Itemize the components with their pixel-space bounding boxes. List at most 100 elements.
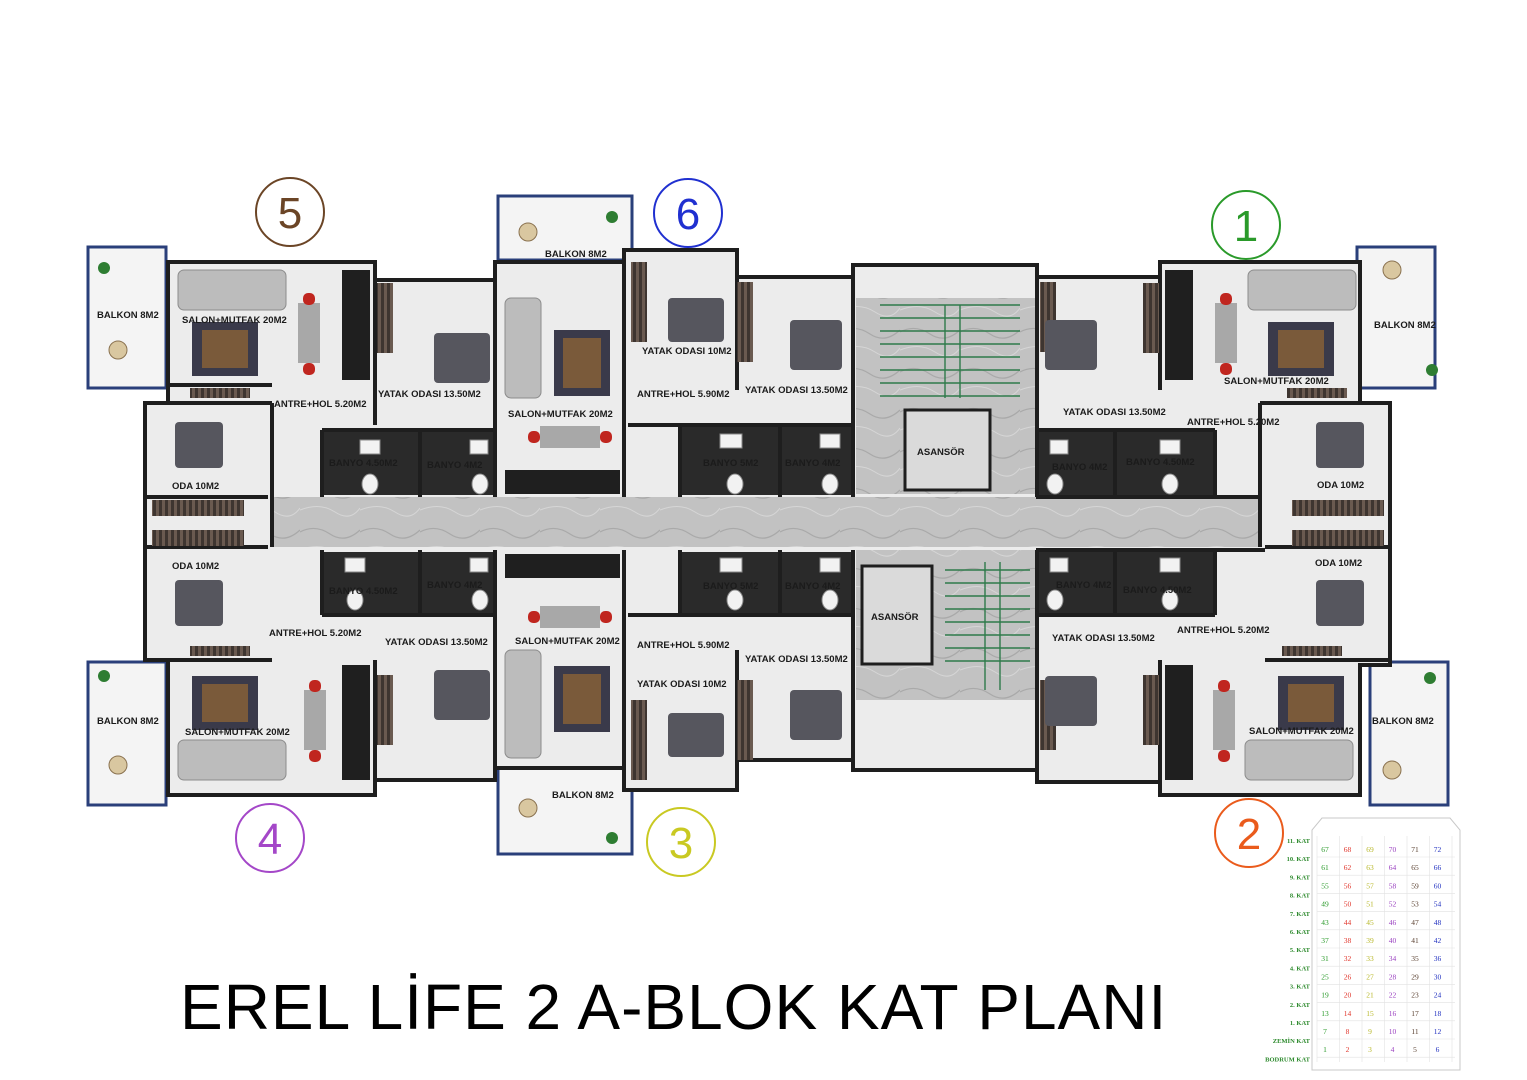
table-floor-label: 7. KAT [1290, 911, 1311, 918]
table-floor-label: 11. KAT [1287, 838, 1311, 845]
dining-tables [298, 293, 1237, 762]
table-apartment-number: 44 [1344, 918, 1352, 927]
table-apartment-number: 52 [1389, 900, 1397, 909]
room-label: ANTRE+HOL 5.20M2 [274, 399, 366, 410]
table-apartment-number: 28 [1389, 972, 1397, 981]
beds [175, 298, 1364, 757]
room-label: BANYO 4.50M2 [1123, 585, 1192, 596]
room-label: SALON+MUTFAK 20M2 [1224, 376, 1329, 387]
table-apartment-number: 61 [1321, 863, 1329, 872]
table-floor-label: 5. KAT [1290, 947, 1311, 954]
table-apartment-number: 11 [1411, 1027, 1418, 1036]
table-apartment-number: 72 [1434, 845, 1442, 854]
bathroom-fixtures [344, 433, 1181, 611]
room-label: BANYO 5M2 [703, 581, 758, 592]
room-label: ANTRE+HOL 5.20M2 [269, 628, 361, 639]
balcony-unit-2 [1368, 660, 1450, 807]
table-apartment-number: 50 [1344, 900, 1352, 909]
unit-number-6-label: 6 [676, 190, 700, 239]
table-apartment-number: 43 [1321, 918, 1329, 927]
unit-numbers: 1 2 3 4 5 6 [235, 177, 1284, 877]
unit-number-1[interactable]: 1 [1211, 190, 1281, 260]
table-apartment-number: 71 [1411, 845, 1419, 854]
table-apartment-number: 15 [1366, 1009, 1374, 1018]
room-label: ASANSÖR [917, 447, 965, 458]
kitchen-counters [342, 270, 1193, 780]
unit-number-4-ring [235, 803, 305, 873]
room-label: BANYO 4M2 [1056, 580, 1111, 591]
unit-number-5[interactable]: 5 [255, 177, 325, 247]
table-floor-label: 8. KAT [1290, 893, 1311, 900]
unit-number-2-label: 2 [1237, 810, 1261, 859]
table-apartment-number: 55 [1321, 881, 1329, 890]
table-apartment-number: 46 [1389, 918, 1397, 927]
table-floor-label: 6. KAT [1290, 929, 1311, 936]
table-apartment-number: 51 [1366, 900, 1374, 909]
table-apartment-number: 23 [1411, 991, 1419, 1000]
room-label: SALON+MUTFAK 20M2 [508, 409, 613, 420]
balcony-tables [108, 222, 1402, 818]
room-label: YATAK ODASI 13.50M2 [745, 385, 848, 396]
table-apartment-number: 38 [1344, 936, 1352, 945]
table-floor-label: 9. KAT [1290, 874, 1311, 881]
room-label: BANYO 4M2 [1052, 462, 1107, 473]
elevator-bottom [860, 564, 934, 666]
table-apartment-number: 67 [1321, 845, 1329, 854]
table-apartment-number: 13 [1321, 1009, 1329, 1018]
table-apartment-number: 4 [1391, 1045, 1395, 1054]
room-label: ODA 10M2 [172, 481, 219, 492]
room-label: ASANSÖR [871, 612, 919, 623]
table-apartment-number: 22 [1389, 991, 1397, 1000]
room-label: BALKON 8M2 [552, 790, 614, 801]
table-floor-label: 3. KAT [1290, 984, 1311, 991]
unit-number-4[interactable]: 4 [235, 803, 305, 873]
table-apartment-number: 59 [1411, 881, 1419, 890]
table-apartment-number: 8 [1346, 1027, 1350, 1036]
room-label: YATAK ODASI 13.50M2 [378, 389, 481, 400]
table-apartment-number: 65 [1411, 863, 1419, 872]
unit-number-1-ring [1211, 190, 1281, 260]
table-apartment-number: 64 [1389, 863, 1397, 872]
table-apartment-number: 5 [1413, 1045, 1417, 1054]
room-label: YATAK ODASI 13.50M2 [385, 637, 488, 648]
room-label: YATAK ODASI 13.50M2 [745, 654, 848, 665]
unit-number-5-label: 5 [278, 189, 302, 238]
table-apartment-number: 10 [1389, 1027, 1397, 1036]
table-apartment-number: 57 [1366, 881, 1374, 890]
unit-number-2[interactable]: 2 [1214, 798, 1284, 868]
room-label: BALKON 8M2 [545, 249, 607, 260]
table-apartment-number: 9 [1368, 1027, 1372, 1036]
elevator-top [903, 408, 992, 492]
table-apartment-number: 60 [1434, 881, 1442, 890]
table-apartment-number: 70 [1389, 845, 1397, 854]
table-apartment-number: 17 [1411, 1009, 1419, 1018]
room-label: ANTRE+HOL 5.20M2 [1177, 625, 1269, 636]
table-apartment-number: 21 [1366, 991, 1374, 1000]
room-label: ANTRE+HOL 5.90M2 [637, 640, 729, 651]
table-apartment-number: 20 [1344, 991, 1352, 1000]
table-apartment-number: 24 [1434, 991, 1442, 1000]
unit-number-3[interactable]: 3 [646, 807, 716, 877]
table-apartment-number: 62 [1344, 863, 1352, 872]
table-apartment-number: 48 [1434, 918, 1442, 927]
table-apartment-number: 7 [1323, 1027, 1327, 1036]
unit-number-2-ring [1214, 798, 1284, 868]
room-label: ODA 10M2 [1317, 480, 1364, 491]
room-label: YATAK ODASI 10M2 [642, 346, 732, 357]
room-label: ODA 10M2 [1315, 558, 1362, 569]
table-apartment-number: 25 [1321, 972, 1329, 981]
room-label: YATAK ODASI 13.50M2 [1052, 633, 1155, 644]
room-labels: BALKON 8M2 SALON+MUTFAK 20M2 ANTRE+HOL 5… [97, 249, 1436, 801]
unit-number-6[interactable]: 6 [653, 178, 723, 248]
table-apartment-number: 68 [1344, 845, 1352, 854]
table-apartment-number: 41 [1411, 936, 1419, 945]
table-apartment-number: 3 [1368, 1045, 1372, 1054]
room-label: ANTRE+HOL 5.20M2 [1187, 417, 1279, 428]
room-label: BANYO 4M2 [427, 460, 482, 471]
rugs [192, 322, 1344, 732]
plants [98, 211, 1438, 844]
